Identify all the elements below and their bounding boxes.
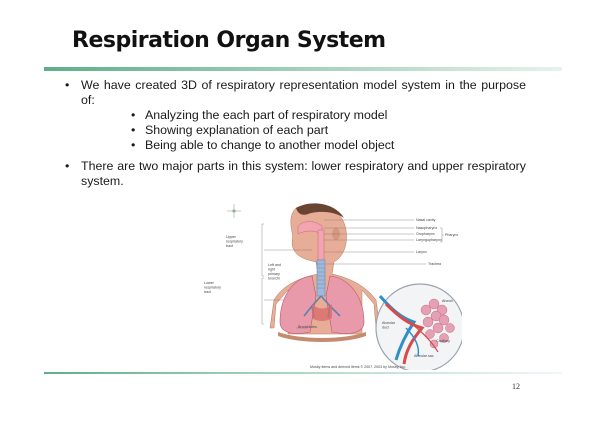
compass-icon bbox=[227, 204, 241, 218]
sub-bullet-list: Analyzing the each part of respiratory m… bbox=[81, 108, 526, 153]
alveoli-label: Alveoli bbox=[442, 299, 453, 303]
bullet-item: We have created 3D of respiratory repres… bbox=[62, 78, 526, 153]
bronchioles-label: Bronchioles bbox=[298, 325, 317, 329]
figure-credit: Mosby items and derived items © 2007, 20… bbox=[310, 365, 406, 369]
slide-body: We have created 3D of respiratory repres… bbox=[62, 78, 526, 189]
nasal-cavity-label: Nasal cavity bbox=[416, 218, 436, 222]
page-number: 12 bbox=[512, 382, 520, 391]
primary-bronchi-label: Left and right primary bronchi bbox=[268, 263, 282, 281]
upper-respiratory-tract-label: Upper respiratory tract bbox=[226, 235, 244, 248]
larynx-label: Larynx bbox=[416, 250, 427, 254]
label-leaders bbox=[261, 219, 444, 329]
nasopharynx-label: Nasopharynx bbox=[416, 226, 437, 230]
sub-bullet-item: Analyzing the each part of respiratory m… bbox=[131, 108, 526, 123]
lungs bbox=[279, 275, 365, 334]
alveoli-detail bbox=[375, 283, 462, 370]
oropharynx-label: Oropharynx bbox=[416, 232, 435, 236]
title-divider bbox=[44, 67, 562, 71]
lower-respiratory-tract-label: Lower respiratory tract bbox=[204, 281, 222, 294]
pharynx-label: Pharynx bbox=[445, 233, 458, 237]
respiratory-system-illustration: Upper respiratory tract Lower respirator… bbox=[200, 200, 462, 370]
airway bbox=[297, 221, 326, 297]
sub-bullet-item: Being able to change to another model ob… bbox=[131, 138, 526, 153]
footer-divider bbox=[44, 372, 562, 374]
bullet-text: There are two major parts in this system… bbox=[81, 159, 526, 188]
sub-bullet-item: Showing explanation of each part bbox=[131, 123, 526, 138]
trachea-label: Trachea bbox=[428, 262, 441, 266]
diaphragm bbox=[278, 332, 366, 342]
bullet-text: We have created 3D of respiratory repres… bbox=[81, 78, 526, 107]
capillary-label: Capillary bbox=[436, 339, 450, 343]
alveolar-sac-label: Alveolar sac bbox=[414, 354, 434, 358]
slide-title: Respiration Organ System bbox=[72, 28, 386, 53]
alveolar-duct-label: Alveolar duct bbox=[382, 321, 396, 330]
bullet-item: There are two major parts in this system… bbox=[62, 159, 526, 189]
laryngopharynx-label: Laryngopharynx bbox=[416, 238, 442, 242]
